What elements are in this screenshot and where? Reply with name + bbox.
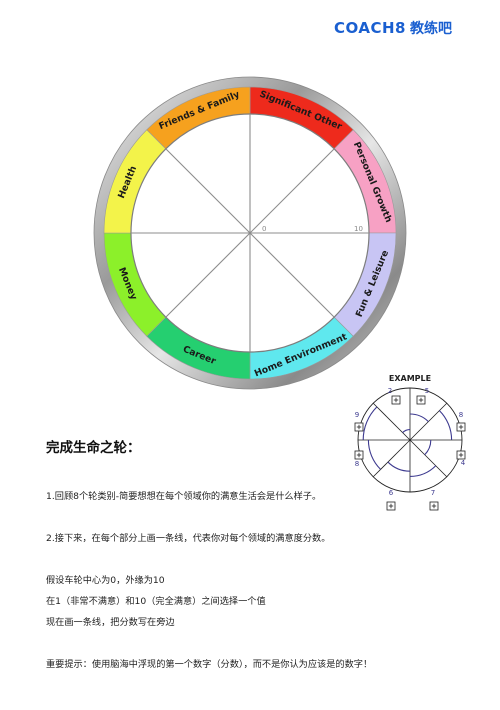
example-number: 7 bbox=[431, 489, 435, 497]
example-number: 8 bbox=[355, 460, 359, 468]
example-score-arc bbox=[362, 406, 378, 441]
example-number: 5 bbox=[425, 387, 429, 395]
instruction-note-2: 在1（非常不满意）和10（完全满意）之间选择一个值 bbox=[46, 596, 266, 607]
scale-label-center: 0 bbox=[262, 225, 266, 233]
wheel-spoke bbox=[165, 148, 251, 234]
example-number: 8 bbox=[459, 411, 463, 419]
example-wheel: EXAMPLE 2 5 8 4 7 6 8 9 bbox=[354, 374, 466, 511]
example-score-arc bbox=[402, 429, 411, 434]
example-spoke bbox=[409, 439, 448, 478]
instructions-heading: 完成生命之轮： bbox=[46, 440, 141, 456]
example-number: 2 bbox=[388, 387, 392, 395]
example-score-arc bbox=[409, 465, 437, 477]
example-spoke bbox=[372, 402, 411, 441]
example-score-arc bbox=[387, 461, 411, 472]
important-note: 重要提示：使用脑海中浮现的第一个数字（分数），而不是你认为应该是的数字！ bbox=[46, 659, 373, 670]
example-title: EXAMPLE bbox=[389, 374, 431, 383]
example-score-arc bbox=[439, 410, 453, 441]
instruction-step-1: 1.回顾8个轮类别-简要想想在每个领域你的满意生活会是什么样子。 bbox=[46, 491, 322, 502]
example-score-arc bbox=[367, 439, 381, 470]
instruction-step-2: 2.接下来，在每个部分上画一条线，代表你对每个领域的满意度分数。 bbox=[46, 533, 331, 544]
wheel-spoke bbox=[249, 232, 335, 318]
wheel-spoke bbox=[249, 148, 335, 234]
example-number: 9 bbox=[355, 411, 359, 419]
example-score-arc bbox=[409, 413, 429, 423]
example-number: 4 bbox=[461, 459, 466, 467]
wheel-spoke bbox=[165, 232, 251, 318]
instruction-note-1: 假设车轮中心为0，外缘为10 bbox=[46, 575, 165, 586]
example-score-arc bbox=[424, 439, 432, 456]
example-spoke bbox=[409, 402, 448, 441]
example-spoke bbox=[372, 439, 411, 478]
logo: COACH8 教练吧 bbox=[334, 18, 452, 38]
example-number: 6 bbox=[389, 489, 394, 497]
logo-chinese-text: 教练吧 bbox=[409, 21, 452, 37]
instruction-note-3: 现在画一条线，把分数写在旁边 bbox=[46, 617, 175, 628]
scale-label-outer: 10 bbox=[354, 225, 363, 233]
logo-text: COACH8 bbox=[334, 19, 406, 37]
